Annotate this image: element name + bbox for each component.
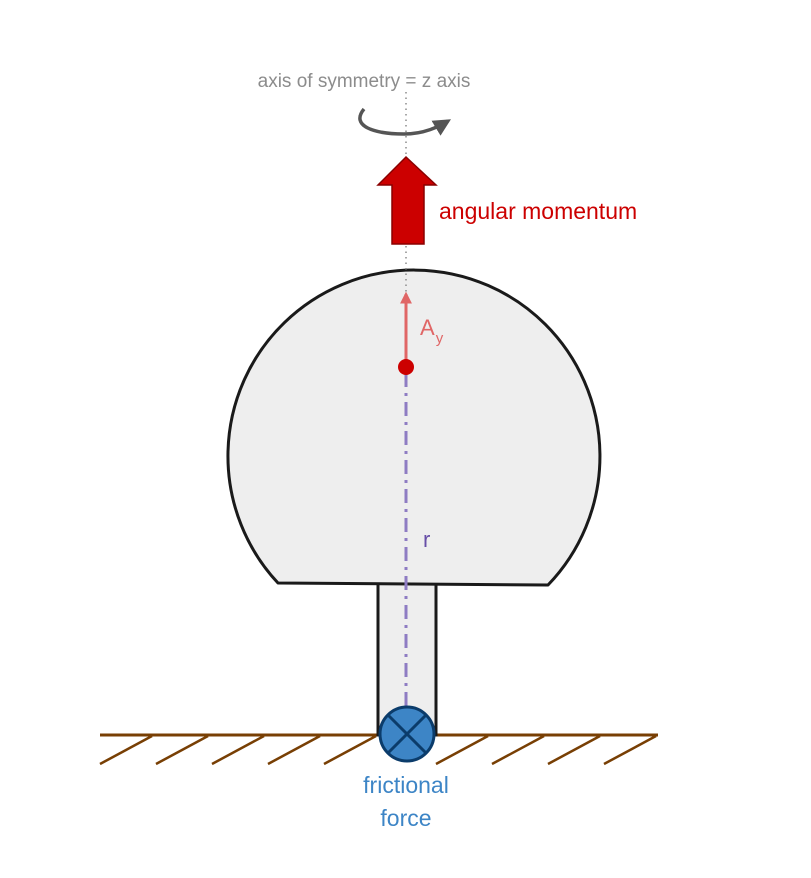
frictional-force-label-line1: frictional	[363, 772, 449, 798]
axis-label: axis of symmetry = z axis	[258, 71, 471, 92]
frictional-force-label-line2: force	[380, 805, 431, 831]
ground-hatching	[99, 734, 657, 766]
center-of-mass-dot	[398, 359, 414, 375]
angular-momentum-label: angular momentum	[439, 198, 637, 224]
rotation-arrow	[358, 107, 452, 136]
ground	[99, 733, 658, 766]
radius-label: r	[423, 527, 430, 552]
frictional-force-icon	[378, 705, 436, 763]
a-y-label: Ay	[420, 315, 444, 347]
angular-momentum-arrow	[376, 155, 438, 245]
top-body	[226, 268, 602, 587]
